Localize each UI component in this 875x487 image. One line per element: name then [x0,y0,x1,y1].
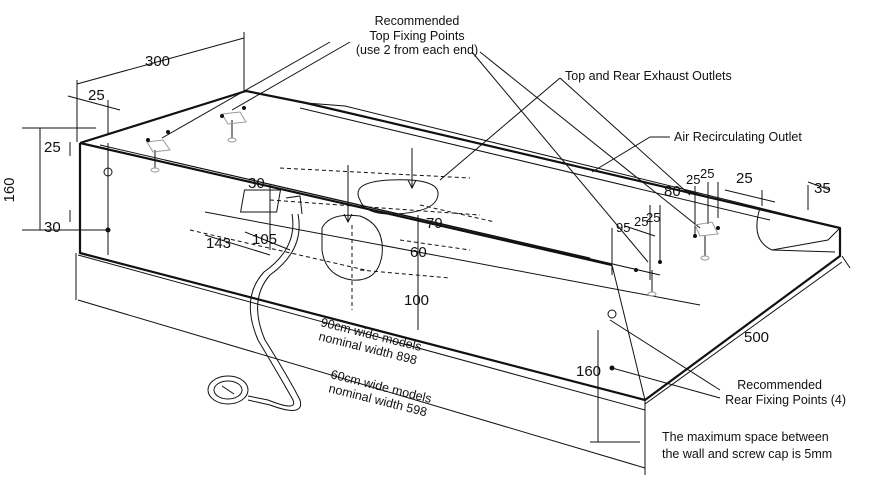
keyhole-icon [607,309,617,319]
screw-icon [146,139,171,173]
svg-text:25: 25 [646,210,660,225]
top-exhaust-outlet [357,179,439,215]
svg-text:Recommended: Recommended [737,378,822,392]
svg-text:25: 25 [736,170,753,187]
svg-text:Top Fixing Points: Top Fixing Points [369,29,464,43]
svg-text:95: 95 [616,220,630,235]
screw-icon [694,221,719,261]
dimension-lines [22,32,851,475]
svg-text:The maximum space between: The maximum space between [662,430,829,444]
switch-housing [240,189,282,213]
outlets [240,179,439,281]
svg-text:500: 500 [744,329,769,346]
callout-top-fixing: Recommended Top Fixing Points (use 2 fro… [356,14,478,57]
svg-text:300: 300 [145,53,170,70]
svg-text:80: 80 [664,183,681,200]
installation-note: The maximum space between the wall and s… [662,430,832,461]
svg-text:60: 60 [410,244,427,261]
svg-text:25: 25 [634,214,648,229]
outlet-dashed-guides [189,167,496,310]
power-cord [207,213,302,411]
screw-icon [647,270,657,297]
width-90cm-label: 90cm wide models nominal width 898 [317,315,423,367]
svg-text:105: 105 [252,231,277,248]
keyhole-icon [103,167,113,177]
svg-text:the wall and screw cap is 5mm: the wall and screw cap is 5mm [662,447,832,461]
svg-text:Rear Fixing Points (4): Rear Fixing Points (4) [725,393,846,407]
svg-text:100: 100 [404,292,429,309]
svg-text:Recommended: Recommended [375,14,460,28]
svg-text:30: 30 [44,219,61,236]
callout-recirc: Air Recirculating Outlet [674,130,802,144]
screw-icon [221,111,247,143]
svg-text:25: 25 [686,172,700,187]
callout-exhaust: Top and Rear Exhaust Outlets [565,69,732,83]
svg-text:25: 25 [700,166,714,181]
fixing-points [103,106,720,371]
callout-rear-fixing: Recommended Rear Fixing Points (4) [725,378,846,407]
rear-exhaust-outlet [321,214,383,281]
svg-text:30: 30 [248,175,265,192]
svg-text:(use 2 from each end): (use 2 from each end) [356,43,478,57]
svg-text:25: 25 [88,87,105,104]
width-60cm-label: 60cm wide models nominal width 598 [327,367,433,419]
svg-text:143: 143 [206,235,231,252]
svg-text:25: 25 [44,139,61,156]
dimension-labels: 300 25 25 160 30 30 143 105 79 60 100 95… [1,53,831,380]
svg-text:35: 35 [814,180,831,197]
svg-text:79: 79 [426,215,443,232]
plug-icon [207,375,249,405]
hood-body [78,89,842,410]
svg-text:160: 160 [1,177,18,202]
svg-text:160: 160 [576,363,601,380]
